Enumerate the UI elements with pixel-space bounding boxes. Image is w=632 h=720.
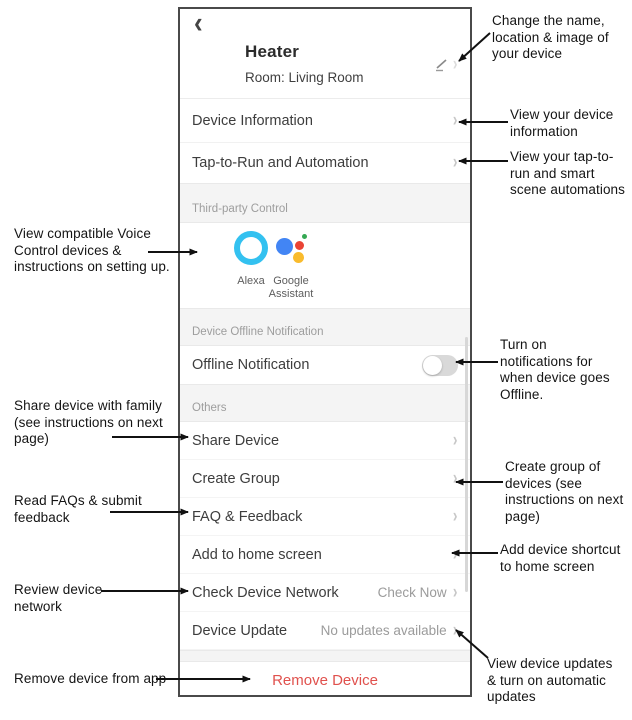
row-label: Device Update [192, 622, 288, 639]
device-title-block: Heater Room: Living Room [245, 42, 364, 85]
row-label: Tap-to-Run and Automation [192, 155, 369, 171]
device-settings-screen: ‹ Heater Room: Living Room › Device Info… [178, 7, 472, 697]
note-remove-device: Remove device from app [14, 671, 167, 686]
chevron-right-icon: › [452, 109, 458, 131]
row-label: Device Information [192, 112, 313, 129]
alexa-button[interactable]: Alexa [223, 231, 279, 288]
row-offline-notification: Offline Notification [180, 346, 470, 384]
chevron-right-icon: › [452, 581, 458, 603]
pencil-icon [435, 59, 447, 72]
note-device-update: View device updates & turn on automatic … [487, 656, 613, 704]
alexa-label: Alexa [237, 275, 265, 287]
note-tap-to-run: View your tap-to- run and smart scene au… [510, 149, 626, 197]
note-review-network: Review device network [14, 582, 103, 614]
chevron-right-icon: › [452, 543, 458, 565]
note-share-device: Share device with family (see instructio… [14, 398, 163, 446]
google-assistant-icon [274, 231, 308, 265]
note-voice-control: View compatible Voice Control devices & … [14, 226, 170, 274]
row-device-update[interactable]: Device Update No updates available › [180, 612, 470, 650]
voice-control-area: Alexa Google Assistant [180, 223, 470, 308]
chevron-right-icon: › [452, 619, 458, 641]
note-faq-feedback: Read FAQs & submit feedback [14, 493, 142, 525]
section-header-third-party: Third-party Control [180, 183, 470, 223]
note-offline-toggle: Turn on notifications for when device go… [500, 337, 610, 402]
note-edit-device: Change the name, location & image of you… [492, 13, 609, 61]
row-add-to-home-screen[interactable]: Add to home screen › [180, 536, 470, 574]
row-tap-to-run[interactable]: Tap-to-Run and Automation › [180, 143, 470, 183]
row-label: Offline Notification [192, 357, 310, 373]
chevron-right-icon: › [452, 54, 458, 75]
back-button[interactable]: ‹ [194, 7, 203, 40]
row-label: Create Group [192, 470, 280, 487]
offline-notification-toggle[interactable] [422, 354, 458, 376]
remove-device-button[interactable]: Remove Device [180, 662, 470, 695]
row-create-group[interactable]: Create Group › [180, 460, 470, 498]
row-label: Check Device Network [192, 584, 339, 601]
row-device-information[interactable]: Device Information › [180, 99, 470, 143]
row-label: Add to home screen [192, 546, 322, 563]
section-gap [180, 650, 470, 662]
section-header-others: Others [180, 384, 470, 422]
google-assistant-button[interactable]: Google Assistant [263, 231, 319, 301]
toggle-knob [423, 355, 442, 375]
screen-header: ‹ Heater Room: Living Room › [180, 9, 470, 99]
row-faq-feedback[interactable]: FAQ & Feedback › [180, 498, 470, 536]
device-room: Room: Living Room [245, 70, 364, 85]
note-create-group: Create group of devices (see instruction… [505, 459, 624, 524]
chevron-right-icon: › [452, 429, 458, 451]
chevron-right-icon: › [452, 152, 458, 173]
chevron-right-icon: › [452, 505, 458, 527]
device-name: Heater [245, 42, 300, 61]
row-value: Check Now [377, 585, 447, 600]
note-home-shortcut: Add device shortcut to home screen [500, 542, 621, 574]
scrollbar[interactable] [465, 337, 468, 592]
row-value: No updates available [320, 623, 447, 638]
edit-device-button[interactable]: › [434, 54, 458, 75]
chevron-right-icon: › [452, 467, 458, 489]
row-label: Share Device [192, 432, 280, 449]
alexa-icon [234, 231, 268, 265]
row-share-device[interactable]: Share Device › [180, 422, 470, 460]
section-header-offline-notification: Device Offline Notification [180, 308, 470, 346]
note-device-information: View your device information [510, 107, 614, 139]
row-check-device-network[interactable]: Check Device Network Check Now › [180, 574, 470, 612]
row-label: FAQ & Feedback [192, 508, 303, 525]
google-assistant-label: Google Assistant [268, 275, 314, 300]
